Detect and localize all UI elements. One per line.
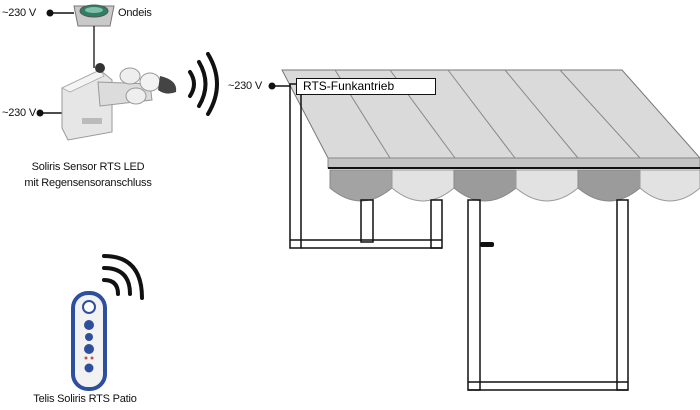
voltage-label-drive: ~230 V [228, 80, 262, 92]
rain-sensor-icon [46, 4, 115, 68]
sensor-label-line2: mit Regensensoranschluss [24, 177, 152, 189]
voltage-label-sensor: ~230 V [2, 107, 36, 119]
remote-radio-waves-icon [102, 254, 144, 300]
rain-sensor-label: Ondeis [118, 7, 152, 19]
awning-icon [281, 69, 700, 391]
sun-wind-sensor-icon [36, 63, 177, 141]
sensor-label-line1: Soliris Sensor RTS LED [31, 161, 145, 173]
radio-waves-icon [188, 52, 219, 116]
remote-label: Telis Soliris RTS Patio [33, 393, 137, 405]
remote-control-icon [71, 291, 107, 391]
voltage-label-rain-sensor: ~230 V [2, 7, 36, 19]
drive-label-box: RTS-Funkantrieb [296, 78, 436, 95]
